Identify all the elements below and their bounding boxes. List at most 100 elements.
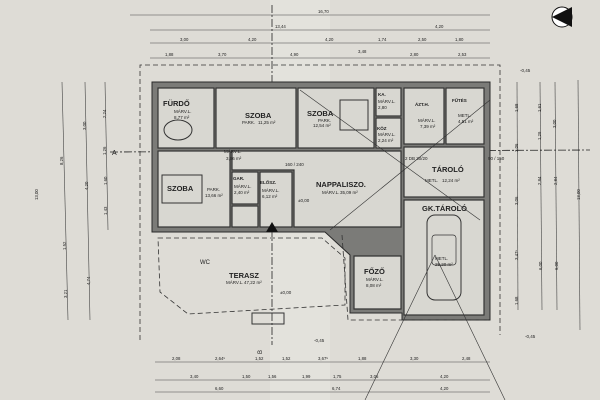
diagonal-line — [364, 254, 436, 400]
dim-bottom: 1,52 — [282, 356, 291, 361]
dim-top-overall: 16,70 — [318, 9, 329, 14]
room-area: 6,12 m² — [262, 194, 278, 199]
level-mark: -0,45 — [520, 68, 531, 73]
dimension-texts: 16,70 13,44 4,20 3,00 4,20 4,20 1,74 2,5… — [34, 9, 581, 391]
room-floor: METL. — [435, 256, 448, 261]
window-dimension: 90 / 150 — [488, 156, 505, 161]
room-storage — [403, 146, 485, 198]
dim-top: 4,90 — [290, 52, 299, 57]
level-mark: -0,45 — [525, 334, 536, 339]
level-mark: ±0,00 — [280, 290, 292, 295]
car-windshield — [431, 234, 457, 266]
dim-bottom: 1,52 — [255, 356, 264, 361]
room-name: SZOBA — [307, 109, 334, 118]
room-name: GK.TÁROLÓ — [422, 204, 467, 213]
room-area: 2,80 — [378, 105, 387, 110]
room-name: KÖZ — [377, 125, 387, 131]
room-floor: PARK. — [207, 187, 220, 192]
room-utility — [403, 87, 445, 145]
room-wardrobe — [231, 171, 259, 205]
car-symbol — [426, 214, 462, 301]
dim-bottom: 1,75 — [333, 374, 342, 379]
room-name: TERASZ — [229, 271, 259, 280]
dim-left: 8,26 — [59, 156, 64, 165]
room-area: 7,39 m² — [420, 124, 436, 129]
dim-top: 13,44 — [275, 24, 286, 29]
room-area: 4,51 m² — [458, 119, 474, 124]
building — [151, 81, 491, 321]
dim-right-total: 13,00 — [576, 189, 581, 200]
room-kitchen — [353, 255, 402, 310]
level-mark: ±0,00 — [298, 198, 310, 203]
dim-top: 4,20 — [248, 37, 257, 42]
room-area: 2,24 m² — [378, 138, 394, 143]
bed-icon — [339, 99, 369, 131]
room-bedroom-1 — [215, 87, 297, 149]
entrance-arrow-icon — [266, 222, 278, 232]
north-arrow-icon — [551, 6, 573, 28]
room-floor: MÁRV.L. — [418, 117, 436, 123]
dim-right: 6,00 — [538, 261, 543, 270]
bed-icon — [161, 174, 203, 204]
dim-left: 3,00 — [82, 121, 87, 130]
room-floor: MÁRV.L. — [378, 98, 396, 104]
dim-right: 2,84 — [537, 176, 542, 185]
room-floor: MÁRV.L. — [174, 108, 192, 114]
dim-left: 4,74 — [86, 276, 91, 285]
room-name: SZOBA — [167, 184, 194, 193]
room-bedroom-3 — [157, 150, 231, 228]
room-floor: MÁRV.L. — [226, 279, 244, 285]
room-wc — [231, 205, 259, 228]
dim-bottom: 4,20 — [440, 386, 449, 391]
room-area: 47,22 m² — [244, 280, 262, 285]
room-name: GAR. — [233, 176, 244, 181]
dim-bottom: 6,74 — [332, 386, 341, 391]
dim-top: 3,00 — [180, 37, 189, 42]
dim-top: 4,20 — [325, 37, 334, 42]
room-floor: MÁRV.L. — [322, 189, 340, 195]
diagonal-line — [434, 254, 506, 400]
room-heating — [445, 87, 485, 145]
dim-top: 4,20 — [435, 24, 444, 29]
room-name: KA. — [378, 92, 386, 97]
section-mark-b: B — [258, 350, 264, 354]
wc-label: WC — [200, 260, 211, 266]
dim-top: 2,80 — [410, 52, 419, 57]
dim-top: 2,53 — [458, 52, 467, 57]
bathtub-icon — [163, 119, 193, 141]
room-name: FŐZŐ — [364, 267, 385, 276]
room-floor: METL. — [458, 113, 471, 118]
room-name: ÁZT.H. — [415, 101, 429, 107]
room-area: 35,09 m² — [340, 190, 358, 195]
room-floor: PARK. — [318, 118, 331, 123]
terrace-outline — [157, 237, 346, 315]
room-area: 12,24 m² — [442, 178, 460, 183]
room-labels: FÜRDŐ MÁRV.L. 8,77 m² SZOBA PARK. 11,25 … — [163, 92, 474, 288]
dim-bottom: 1,88 — [358, 356, 367, 361]
room-name: TÁROLÓ — [432, 165, 464, 174]
room-garage — [403, 199, 485, 316]
room-floor: MÁRV.L. — [234, 183, 252, 189]
dim-bottom: 2,64⁵ — [215, 356, 225, 361]
room-area: 25,20 m² — [435, 262, 453, 267]
dim-bottom: 3,67⁵ — [318, 356, 328, 361]
hall-floor: MÁRV.L. — [224, 148, 242, 154]
diagonal-line — [329, 99, 491, 231]
dim-bottom: 3,40 — [190, 374, 199, 379]
door-dimension: 160 / 240 — [285, 162, 304, 167]
dim-right: 1,68 — [514, 296, 519, 305]
dim-bottom: 3,06 — [370, 374, 379, 379]
room-area: 11,25 m² — [258, 120, 276, 125]
roof-outline — [139, 64, 501, 340]
room-area: 13,66 m² — [205, 193, 223, 198]
entrance-steps — [251, 312, 285, 325]
dim-left: 4,20 — [84, 181, 89, 190]
dim-bottom: 1,99 — [302, 374, 311, 379]
level-mark: -0,45 — [314, 338, 325, 343]
room-area: 8,77 m² — [174, 115, 190, 120]
room-floor: MÁRV.L. — [262, 187, 280, 193]
dim-right: 1,68 — [514, 103, 519, 112]
dim-right: 3,06 — [514, 196, 519, 205]
dim-left: 3,21 — [63, 289, 68, 298]
